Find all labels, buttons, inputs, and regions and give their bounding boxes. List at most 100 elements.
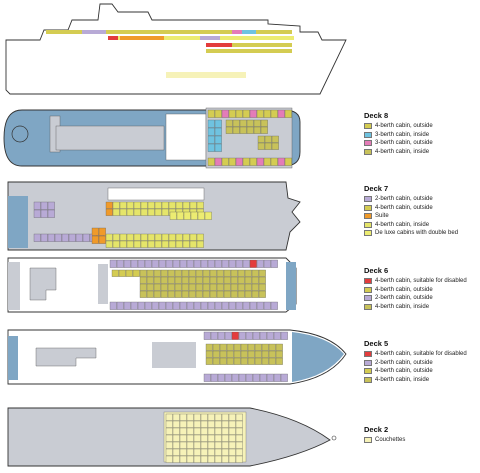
cabin-cell [221,301,229,310]
cabin-cell [207,301,215,310]
legend-swatch-icon [364,148,372,155]
legend-item: 3-berth cabin, inside [364,131,480,140]
cabin-cell [246,126,254,134]
cabin-cell [214,434,222,442]
cabin-cell [216,269,224,277]
cabin-cell [235,301,243,310]
cabin-cell [239,126,247,134]
cabin-cell [151,259,159,268]
cabin-cell [214,413,222,421]
cabin-cell [247,350,255,358]
cabin-cell [195,269,203,277]
cabin-cell [284,157,292,166]
cabin-cell [263,301,271,310]
legend-swatch-icon [364,437,372,444]
deck-2-plan [7,407,337,467]
legend-item: 4-berth cabin, inside [364,376,480,385]
profile-deck-band-7-purple [200,36,220,40]
cabin-cell [224,373,232,382]
legend-item: 4-berth cabin, outside [364,122,480,131]
cabin-cell [47,209,55,218]
cabin-cell [160,290,168,298]
cabin-cell [214,157,222,166]
cabin-cell [233,343,241,351]
cabin-cell [237,283,245,291]
cabin-cell [75,233,83,242]
cabin-cell [280,373,288,382]
cabin-cell [54,233,62,242]
cabin-cell [235,448,243,456]
cabin-cell [126,201,134,209]
legend-deck-7: Deck 7 2-berth cabin, outside 4-berth ca… [364,184,480,238]
deck-5-grey-strip [152,342,196,368]
cabin-cell [186,420,194,428]
cabin-cell [133,240,141,248]
deck-2-bow-marker [331,435,337,441]
cabin-cell [235,420,243,428]
legend-label: 2-berth cabin, outside [375,295,433,302]
cabin-cell [146,290,154,298]
cabin-cell [186,434,194,442]
cabin-cell [158,259,166,268]
cabin-cell [216,290,224,298]
cabin-cell [196,240,204,248]
cabin-cell [270,259,278,268]
cabin-cell [61,233,69,242]
cabin-cell [259,373,267,382]
cabin-cell [214,427,222,435]
profile-deck-band-8-pink [232,30,242,34]
legend-label: 4-berth cabin, inside [375,303,430,310]
legend-item: 4-berth cabin, inside [364,303,480,312]
cabin-cell [181,290,189,298]
cabin-cell [239,119,247,127]
cabin-cell [161,233,169,241]
deck-2-couchette-cells [165,413,243,463]
cabin-cell [193,301,201,310]
cabin-cell [221,259,229,268]
cabin-cell [188,283,196,291]
cabin-cell [221,455,229,463]
cabin-cell [168,201,176,209]
cabin-cell [235,427,243,435]
cabin-cell [146,276,154,284]
cabin-cell [147,201,155,209]
deck-8-cabins [207,109,292,166]
cabin-cell [183,211,191,220]
deck-7-stern-blue [8,196,28,248]
cabin-cell [261,343,269,351]
cabin-cell [158,301,166,310]
cabin-cell [219,357,227,365]
legend-deck-2: Deck 2 Couchettes [364,425,480,445]
cabin-cell [172,413,180,421]
cabin-cell [230,290,238,298]
cabin-cell [214,441,222,449]
profile-deck-band-8 [46,30,292,34]
legend-item: 4-berth cabin, inside [364,221,480,230]
legend-label: Couchettes [375,437,406,444]
legend-item: 2-berth cabin, outside [364,359,480,368]
cabin-cell [207,420,215,428]
cabin-cell [175,240,183,248]
cabin-cell [153,290,161,298]
cabin-cell [214,455,222,463]
cabin-cell [186,455,194,463]
cabin-cell [33,201,41,210]
cabin-cell [82,233,90,242]
deck-6-grey-room [29,267,57,301]
cabin-cell [242,109,250,118]
cabin-cell [263,157,271,166]
cabin-cell [223,276,231,284]
profile-deck-band-8-blue [82,30,106,34]
legend-title: Deck 2 [364,425,389,434]
cabin-cell [140,208,148,216]
cabin-cell [186,427,194,435]
cabin-cell [280,331,288,340]
legend-swatch-icon [364,303,372,310]
cabin-cell [200,301,208,310]
cabin-cell [119,233,127,241]
cabin-cell [247,357,255,365]
cabin-cell [179,441,187,449]
cabin-cell [204,211,212,220]
deck-8-white-hall [165,113,207,161]
cabin-cell [258,283,266,291]
